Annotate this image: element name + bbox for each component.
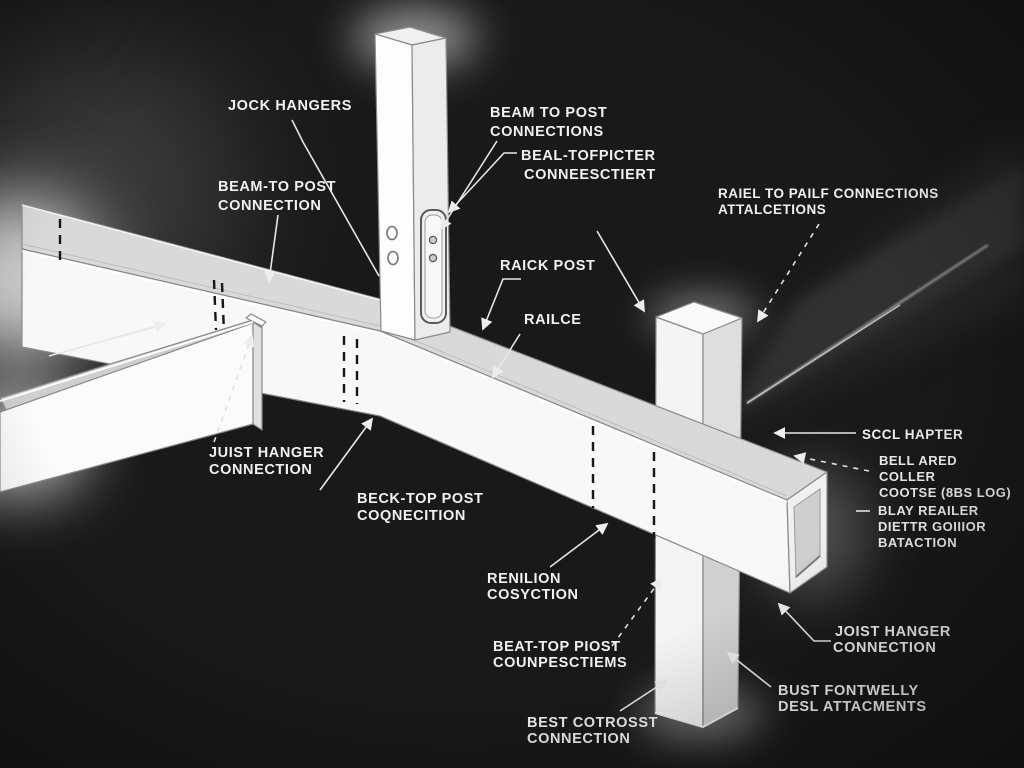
label-bell-ared-1: BELL ARED <box>879 453 957 468</box>
arrow-raiel-right <box>757 223 820 323</box>
arrow-beam-to-post-left <box>264 214 279 283</box>
arrow-railce <box>492 333 521 379</box>
label-beal-tofpicter-1: BEAL-TOFPICTER <box>521 148 656 164</box>
post-bolt-hole <box>386 225 398 241</box>
label-beam-to-post-left-1: BEAM-TO POST <box>218 179 336 195</box>
arrow-left-beam <box>48 320 167 357</box>
label-best-cotrosst-2: CONNECTION <box>527 731 630 747</box>
label-raiel-2: ATTALCETIONS <box>718 202 826 217</box>
label-sccl-hapter: SCCL HAPTER <box>862 427 963 442</box>
label-beam-to-post-left-2: CONNECTION <box>218 198 321 214</box>
label-beck-top-post-1: BECK-TOP POST <box>357 491 484 507</box>
arrow-best-cotrosst <box>619 680 668 712</box>
arrow-bust-fontwelly <box>726 651 772 688</box>
label-raiel-1: RAIEL TO PAILF CONNECTIONS <box>718 186 939 201</box>
arrow-beam-to-post-top <box>440 140 498 231</box>
arrow-raick-post <box>481 278 521 331</box>
label-beat-top-piost-2: COUNPESCTIEMS <box>493 655 627 671</box>
dark-rail <box>715 130 1024 432</box>
label-beam-to-post-top-2: CONNECTIONS <box>490 124 604 140</box>
label-beat-top-piost-1: BEAT-TOP PIOST <box>493 639 621 655</box>
label-beam-to-post-top-1: BEAM TO POST <box>490 105 607 121</box>
arrow-renilion <box>549 522 609 568</box>
label-bell-ared-2: COLLER <box>879 469 936 484</box>
screw <box>428 235 438 245</box>
label-best-cotrosst-1: BEST COTROSST <box>527 715 658 731</box>
label-jock-hangers: JOCK HANGERS <box>228 98 352 114</box>
label-renilion-2: COSYCTION <box>487 587 579 603</box>
arrow-raiel-left <box>596 230 645 313</box>
label-beal-tofpicter-2: CONNEESCTIERT <box>524 167 656 183</box>
top-post <box>374 26 451 341</box>
post-bolt-hole <box>387 250 399 266</box>
joist-hanger-bracket <box>245 313 267 327</box>
label-beck-top-post-2: COQNECITION <box>357 508 466 524</box>
label-joist-hanger-right-2: CONNECTION <box>833 640 936 656</box>
leader-beal-tofpicter <box>479 152 517 180</box>
label-raick-post: RAICK POST <box>500 258 595 274</box>
label-juist-hanger-2: CONNECTION <box>209 462 312 478</box>
arrow-beat-top-piost <box>611 577 663 647</box>
arrow-bell-ared <box>793 452 870 472</box>
label-renilion-1: RENILION <box>487 571 561 587</box>
arrow-beal-tofpicter <box>447 178 481 214</box>
left-joist <box>0 313 267 493</box>
label-blay-reailer-2: DIETTR GOIIIOR <box>878 519 986 534</box>
arrow-juist-hanger <box>213 334 255 443</box>
label-joist-hanger-right-1: JOIST HANGER <box>835 624 951 640</box>
label-bell-ared-3: COOTSE (8BS LOG) <box>879 485 1011 500</box>
label-bust-fontwelly-1: BUST FONTWELLY <box>778 683 919 699</box>
annotation-arrows <box>48 119 870 712</box>
label-juist-hanger-1: JUIST HANGER <box>209 445 324 461</box>
arrow-joist-hanger-right <box>777 602 831 642</box>
label-bust-fontwelly-2: DESL ATTACMENTS <box>778 699 927 715</box>
label-blay-reailer-3: BATACTION <box>878 535 957 550</box>
label-blay-reailer-1: BLAY REAILER <box>878 503 979 518</box>
label-railce: RAILCE <box>524 312 582 328</box>
hidden-edge-dashes <box>58 219 656 538</box>
post-connector-slot <box>420 209 447 324</box>
labels: JOCK HANGERS BEAM-TO POST CONNECTION BEA… <box>209 98 1011 747</box>
arrow-beck-top-post <box>319 417 374 491</box>
leader-jock-hangers <box>291 119 380 277</box>
screw <box>428 253 438 263</box>
